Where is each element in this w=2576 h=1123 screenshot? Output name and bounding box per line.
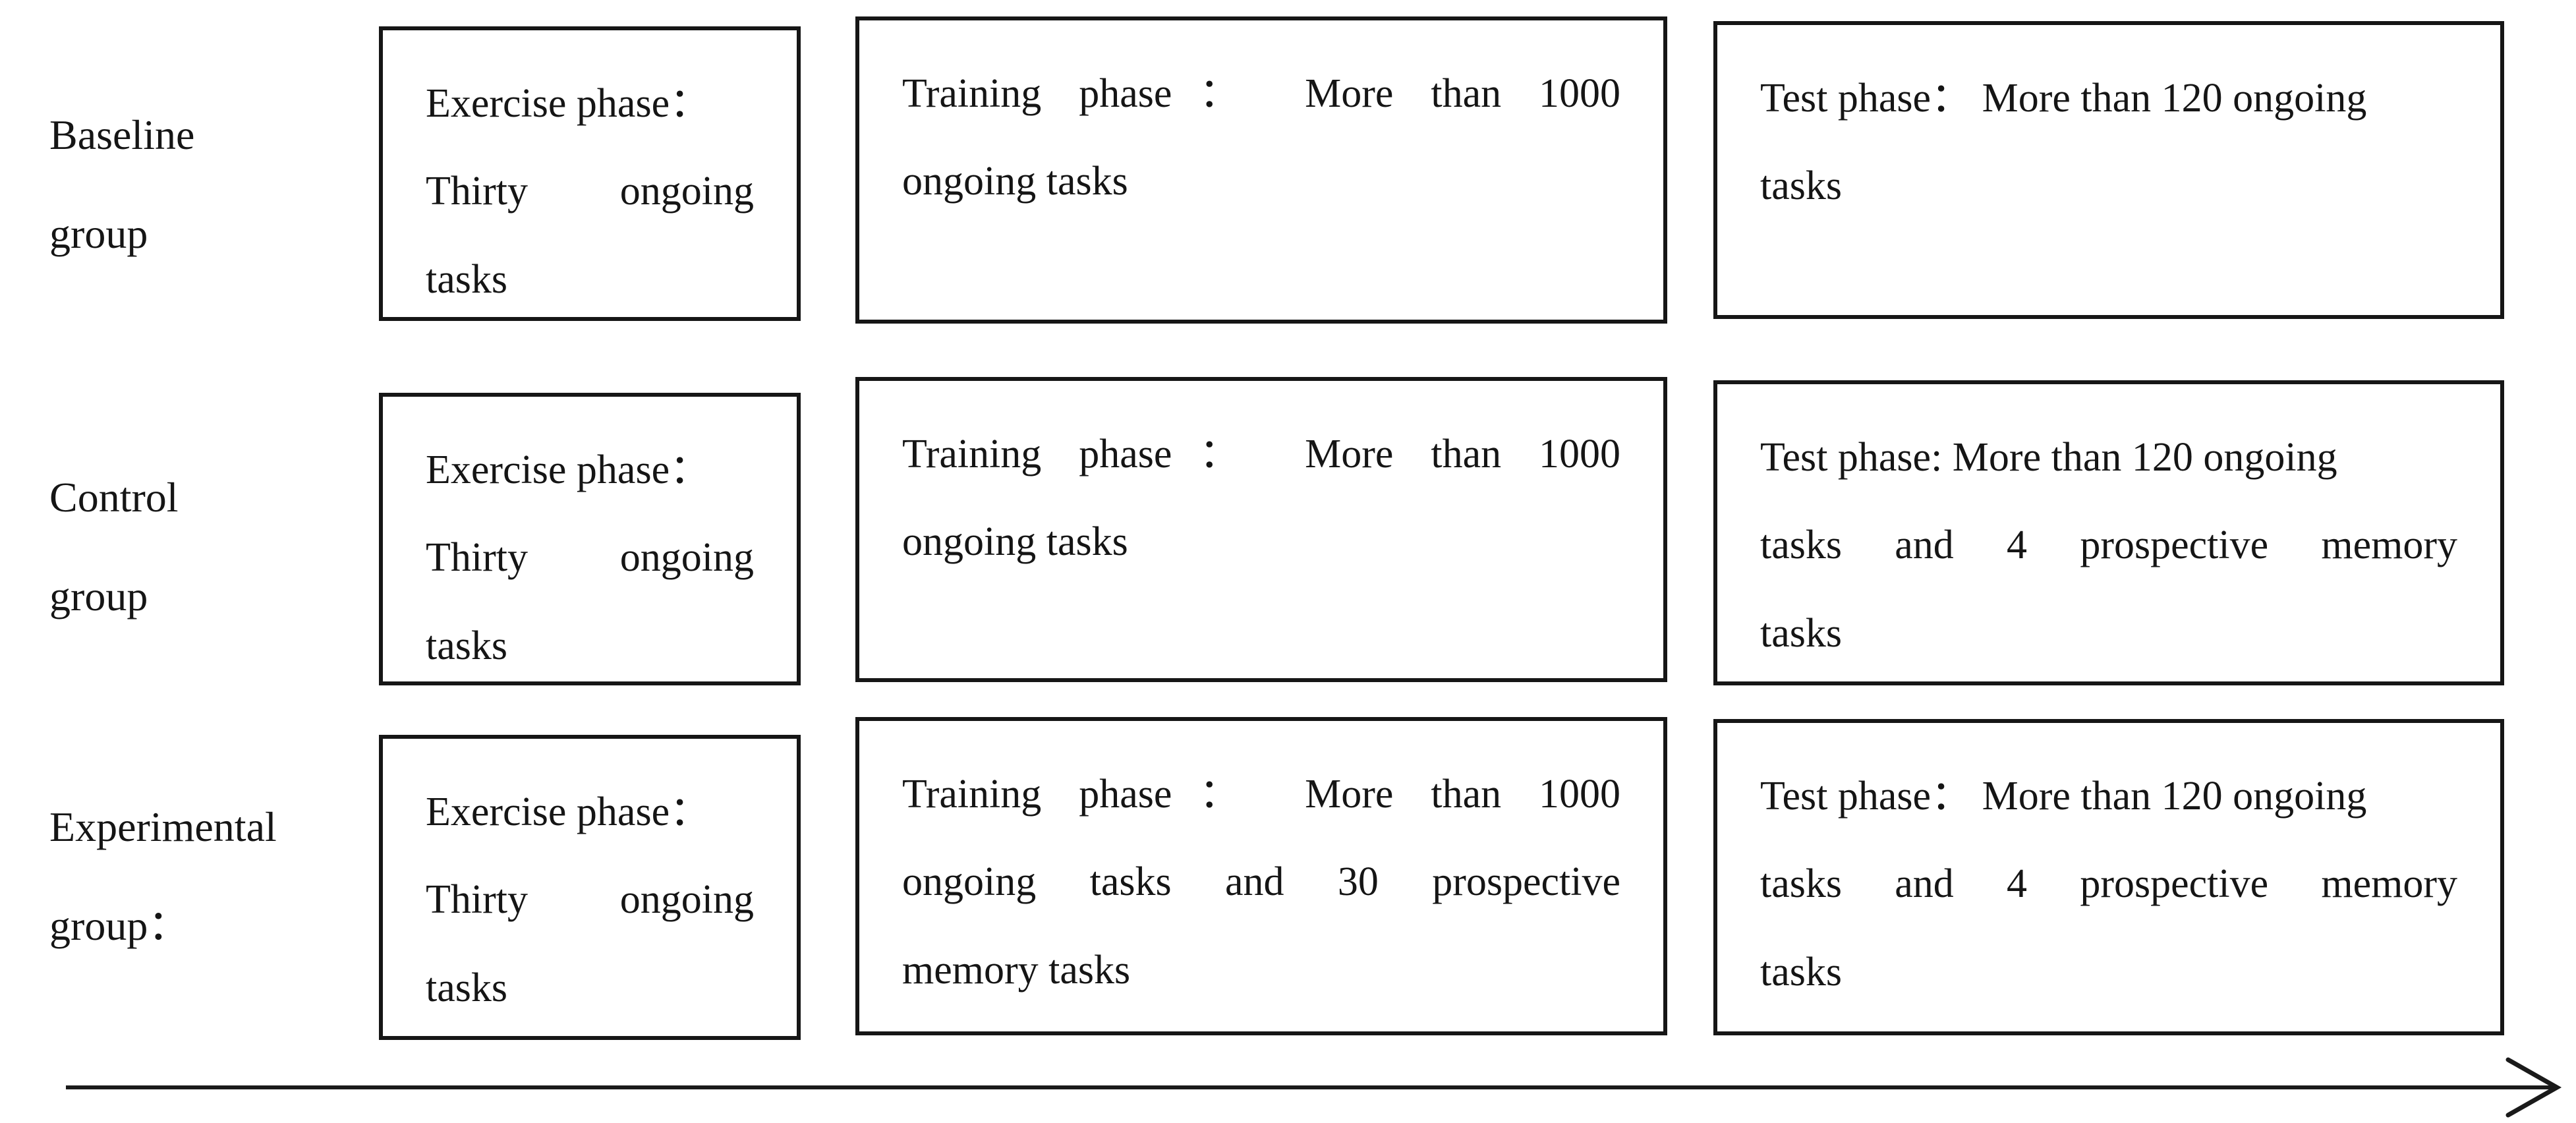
box-text-line: Thirty ongoing <box>426 535 754 581</box>
control-exercise-phase-box: Exercise phase： Thirty ongoing tasks <box>379 393 801 685</box>
box-text-line: Test phase： More than 120 ongoing <box>1760 774 2367 819</box>
group-label-control: Control group <box>49 448 372 647</box>
control-training-phase-box: Training phase： More than 1000 ongoing t… <box>855 377 1667 682</box>
box-text-line: Exercise phase： <box>426 81 711 126</box>
baseline-test-phase-box: Test phase： More than 120 ongoing tasks <box>1713 21 2504 319</box>
timeline-arrow <box>66 1057 2562 1118</box>
box-text-line: Training phase： More than 1000 <box>902 772 1620 817</box>
box-text-line: tasks <box>426 256 507 302</box>
box-text-line: memory tasks <box>902 947 1131 993</box>
box-text-line: ongoing tasks <box>902 519 1128 565</box>
box-text-line: Test phase: More than 120 ongoing <box>1760 435 2337 480</box>
group-label-line: group <box>49 210 148 258</box>
experimental-test-phase-box: Test phase： More than 120 ongoing tasks … <box>1713 719 2504 1035</box>
box-text-line: ongoing tasks and 30 prospective <box>902 859 1620 905</box>
box-text-line: ongoing tasks <box>902 159 1128 204</box>
baseline-training-phase-box: Training phase： More than 1000 ongoing t… <box>855 16 1667 324</box>
group-label-line: group： <box>49 902 190 950</box>
arrowhead-icon <box>2505 1057 2562 1118</box>
box-text-line: tasks <box>1760 610 1842 656</box>
experimental-exercise-phase-box: Exercise phase： Thirty ongoing tasks <box>379 735 801 1040</box>
group-label-experimental: Experimental group： <box>49 778 372 976</box>
box-text-line: tasks and 4 prospective memory <box>1760 523 2457 568</box>
box-text-line: tasks <box>426 965 507 1010</box>
box-text-line: tasks and 4 prospective memory <box>1760 861 2457 907</box>
box-text-line: Thirty ongoing <box>426 877 754 923</box>
box-text-line: Training phase： More than 1000 <box>902 432 1620 476</box>
group-label-line: Baseline <box>49 111 195 158</box>
box-text-line: tasks <box>1760 163 1842 209</box>
box-text-line: Exercise phase： <box>426 447 711 492</box>
group-label-line: group <box>49 573 148 620</box>
box-text-line: tasks <box>426 623 507 668</box>
group-label-line: Experimental <box>49 803 277 850</box>
box-text-line: Test phase： More than 120 ongoing <box>1760 76 2367 121</box>
experimental-training-phase-box: Training phase： More than 1000 ongoing t… <box>855 717 1667 1035</box>
control-test-phase-box: Test phase: More than 120 ongoing tasks … <box>1713 380 2504 685</box>
box-text-line: tasks <box>1760 949 1842 994</box>
box-text-line: Exercise phase： <box>426 790 711 834</box>
group-label-baseline: Baseline group <box>49 86 372 284</box>
box-text-line: Training phase： More than 1000 <box>902 71 1620 116</box>
baseline-exercise-phase-box: Exercise phase： Thirty ongoing tasks <box>379 26 801 321</box>
box-text-line: Thirty ongoing <box>426 169 754 214</box>
group-label-line: Control <box>49 474 179 521</box>
